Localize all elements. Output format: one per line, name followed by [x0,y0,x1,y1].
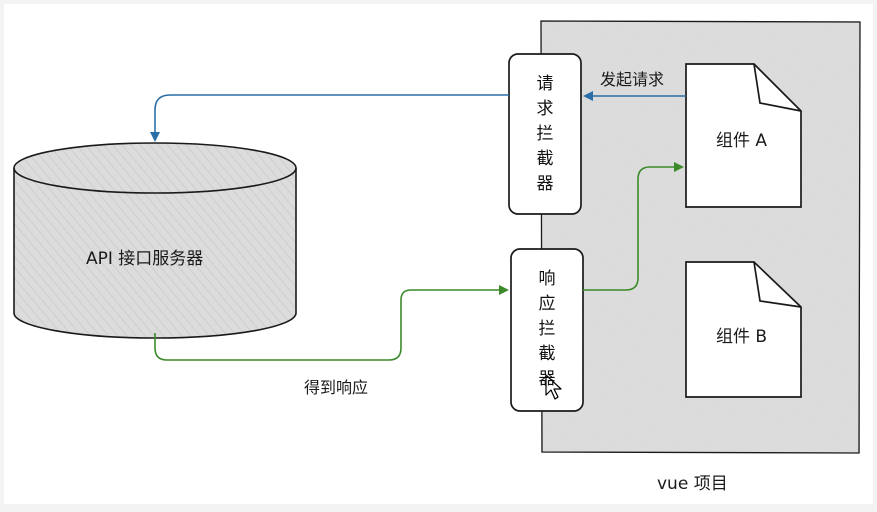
response-interceptor-box [510,248,584,412]
component-b-label: 组件 B [716,327,768,347]
response-interceptor-label: 响应拦截器 [538,269,556,389]
request-to-server-arrow [150,94,509,142]
mouse-cursor-icon [545,374,562,400]
server-to-response-arrow [154,285,509,361]
component-b-document [685,261,802,398]
api-server-cylinder [13,142,297,339]
vue-project-label: vue 项目 [657,474,728,494]
component-a-document [685,63,802,208]
get-response-label: 得到响应 [304,378,369,397]
request-interceptor-box [508,53,582,215]
request-interceptor-label: 请求拦截器 [536,74,554,194]
component-a-label: 组件 A [716,131,768,151]
api-server-label: API 接口服务器 [86,249,204,269]
response-to-component-arrow [583,162,684,291]
send-request-label: 发起请求 [600,70,665,89]
